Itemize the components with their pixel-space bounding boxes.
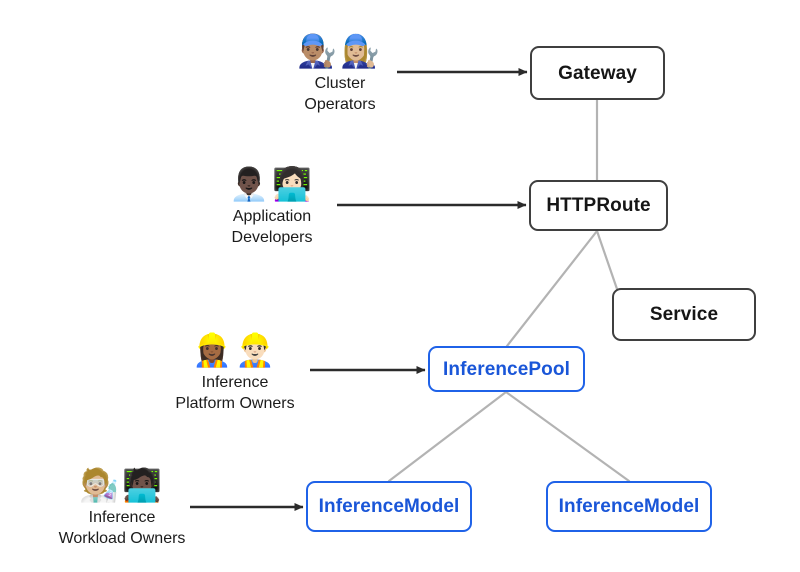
node-inferencemodel-left-label: InferenceModel xyxy=(318,496,460,517)
edge-httproute-inferencepool xyxy=(505,229,599,348)
node-inferencemodel-right[interactable]: InferenceModel xyxy=(546,481,712,532)
node-inferencepool[interactable]: InferencePool xyxy=(428,346,585,392)
persona-cluster-operators[interactable]: 👨🏽‍🔧👩🏼‍🔧 Cluster Operators xyxy=(260,31,420,115)
inference-workload-owners-icon: 🧑🏼‍🔬🧑🏿‍💻 xyxy=(79,466,165,504)
application-developers-icon: 👨🏿‍💼👩🏻‍💻 xyxy=(229,165,315,203)
node-httproute[interactable]: HTTPRoute xyxy=(529,180,668,231)
node-gateway-label: Gateway xyxy=(558,62,637,84)
edge-httproute-service xyxy=(595,229,619,291)
node-httproute-label: HTTPRoute xyxy=(546,195,651,216)
node-inferencemodel-left[interactable]: InferenceModel xyxy=(306,481,472,532)
persona-inference-workload-owners[interactable]: 🧑🏼‍🔬🧑🏿‍💻 Inference Workload Owners xyxy=(38,465,206,549)
persona-inference-platform-owners-label: Inference Platform Owners xyxy=(175,374,295,412)
persona-cluster-operators-label: Cluster Operators xyxy=(304,75,376,113)
persona-inference-workload-owners-label: Inference Workload Owners xyxy=(58,509,186,547)
node-inferencepool-label: InferencePool xyxy=(443,358,570,380)
node-gateway[interactable]: Gateway xyxy=(530,46,665,100)
persona-application-developers[interactable]: 👨🏿‍💼👩🏻‍💻 Application Developers xyxy=(192,164,352,248)
persona-inference-platform-owners[interactable]: 👷🏾‍♀️👷🏻‍♂️ Inference Platform Owners xyxy=(155,330,315,414)
edge-inferencepool-inferencemodel-left xyxy=(387,390,508,483)
node-service[interactable]: Service xyxy=(612,288,756,341)
edge-inferencepool-inferencemodel-right xyxy=(504,390,631,483)
persona-application-developers-label: Application Developers xyxy=(231,208,313,246)
node-inferencemodel-right-label: InferenceModel xyxy=(558,496,700,517)
inference-platform-owners-icon: 👷🏾‍♀️👷🏻‍♂️ xyxy=(192,331,278,369)
node-service-label: Service xyxy=(649,304,719,325)
cluster-operators-icon: 👨🏽‍🔧👩🏼‍🔧 xyxy=(297,32,383,70)
